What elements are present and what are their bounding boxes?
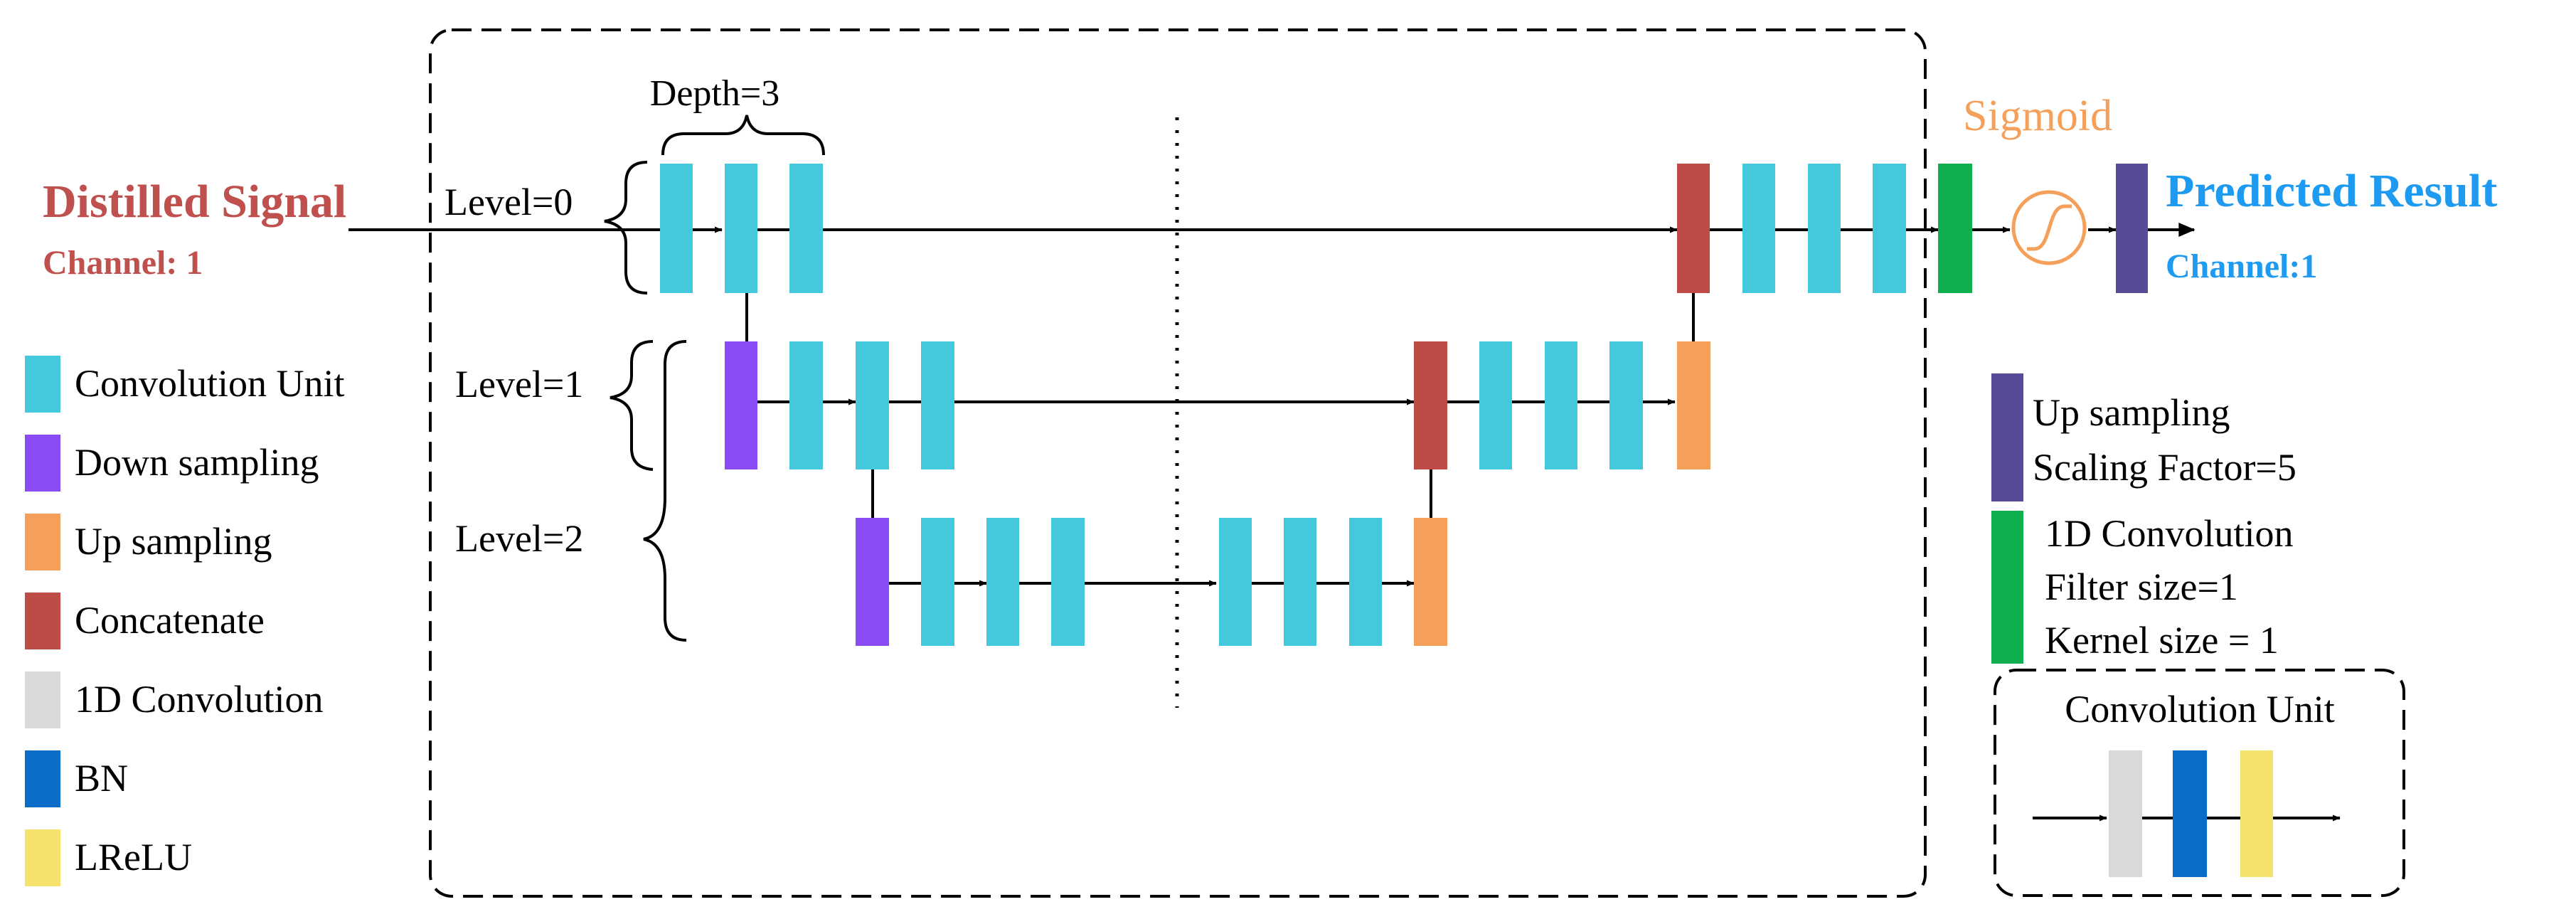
- l0-conv-unit: [1873, 164, 1906, 293]
- network-frame: [429, 28, 1927, 898]
- l1-concatenate: [1414, 341, 1447, 469]
- legend-swatch: [25, 435, 60, 492]
- output-title: Predicted Result: [2166, 165, 2497, 217]
- sigmoid-curve: [2027, 204, 2072, 251]
- depth-brace: [661, 115, 825, 156]
- legend-label: Concatenate: [75, 599, 265, 642]
- l2-conv-unit: [1051, 518, 1085, 646]
- upsampling-legend-line2: Scaling Factor=5: [2033, 446, 2296, 489]
- upsampling-legend-line1: Up sampling: [2033, 391, 2230, 434]
- level-0-label: Level=0: [445, 181, 573, 223]
- legend-swatch: [25, 593, 60, 649]
- level-2-brace: [643, 340, 687, 642]
- conv-unit-detail-title: Convolution Unit: [2065, 688, 2335, 731]
- conv1d-legend-line3: Kernel size = 1: [2045, 619, 2279, 662]
- l0-conv-unit: [789, 164, 823, 293]
- conv-unit-detail-box: [1994, 669, 2405, 897]
- legend-item-up-sampling: Up sampling: [25, 514, 272, 570]
- output-conv1d: [1938, 164, 1972, 293]
- legend-swatch: [25, 356, 60, 413]
- l2-conv-unit: [986, 518, 1019, 646]
- l2-up-sampling: [1414, 518, 1447, 646]
- level-2-label: Level=2: [455, 517, 583, 560]
- l1-up-sampling: [1677, 341, 1710, 469]
- legend-swatch: [25, 514, 60, 570]
- l1-conv-unit: [856, 341, 889, 469]
- l1-conv-unit: [1479, 341, 1512, 469]
- legend-label: LReLU: [75, 836, 192, 878]
- l2-conv-unit: [1349, 518, 1382, 646]
- l2-conv-unit: [1284, 518, 1316, 646]
- legend-swatch: [25, 750, 60, 807]
- legend-item-lrelu: LReLU: [25, 829, 192, 886]
- input-title: Distilled Signal: [43, 176, 346, 228]
- level-0-brace: [604, 161, 648, 294]
- conv-unit-detail-lrelu: [2240, 750, 2273, 877]
- conv1d-legend-line1: 1D Convolution: [2045, 512, 2294, 555]
- depth-label: Depth=3: [650, 73, 779, 114]
- l0-conv-unit: [1808, 164, 1841, 293]
- legend-item-1d-convolution: 1D Convolution: [25, 671, 324, 728]
- l0-concatenate: [1677, 164, 1710, 293]
- l1-conv-unit: [1609, 341, 1643, 469]
- l1-conv-unit: [1545, 341, 1577, 469]
- legend: Convolution Unit Down sampling Up sampli…: [25, 356, 345, 886]
- l1-conv-unit: [921, 341, 954, 469]
- l0-conv-unit: [660, 164, 693, 293]
- l2-conv-unit: [921, 518, 954, 646]
- legend-swatch-upsampling: [1991, 373, 2023, 501]
- sigmoid-icon: [2011, 190, 2087, 265]
- conv-unit-detail-1d-conv: [2109, 750, 2142, 877]
- legend-item-bn: BN: [25, 750, 128, 807]
- legend-item-concatenate: Concatenate: [25, 593, 265, 649]
- l0-conv-unit: [1742, 164, 1775, 293]
- legend-swatch: [25, 671, 60, 728]
- legend-item-down-sampling: Down sampling: [25, 435, 319, 492]
- legend-label: Down sampling: [75, 441, 319, 484]
- l0-conv-unit: [725, 164, 757, 293]
- legend-label: BN: [75, 757, 128, 800]
- level-1-label: Level=1: [455, 363, 583, 405]
- legend-swatch: [25, 829, 60, 886]
- l1-conv-unit: [789, 341, 823, 469]
- conv-unit-detail-bn: [2173, 750, 2207, 877]
- legend-label: Up sampling: [75, 520, 272, 563]
- output-upsampling: [2116, 164, 2148, 293]
- input-channel: Channel: 1: [43, 244, 203, 282]
- sigmoid-label: Sigmoid: [1963, 92, 2112, 140]
- output-channel: Channel:1: [2166, 248, 2317, 285]
- legend-label: Convolution Unit: [75, 362, 345, 405]
- level-1-brace: [610, 340, 654, 471]
- conv1d-legend-line2: Filter size=1: [2045, 565, 2238, 608]
- l2-conv-unit: [1219, 518, 1252, 646]
- legend-swatch-conv1d: [1991, 511, 2023, 664]
- right-legend: Up sampling Scaling Factor=5 1D Convolut…: [1991, 373, 2405, 897]
- l1-down-sampling: [725, 341, 757, 469]
- legend-label: 1D Convolution: [75, 678, 324, 721]
- legend-item-conv-unit: Convolution Unit: [25, 356, 345, 413]
- l2-down-sampling: [856, 518, 889, 646]
